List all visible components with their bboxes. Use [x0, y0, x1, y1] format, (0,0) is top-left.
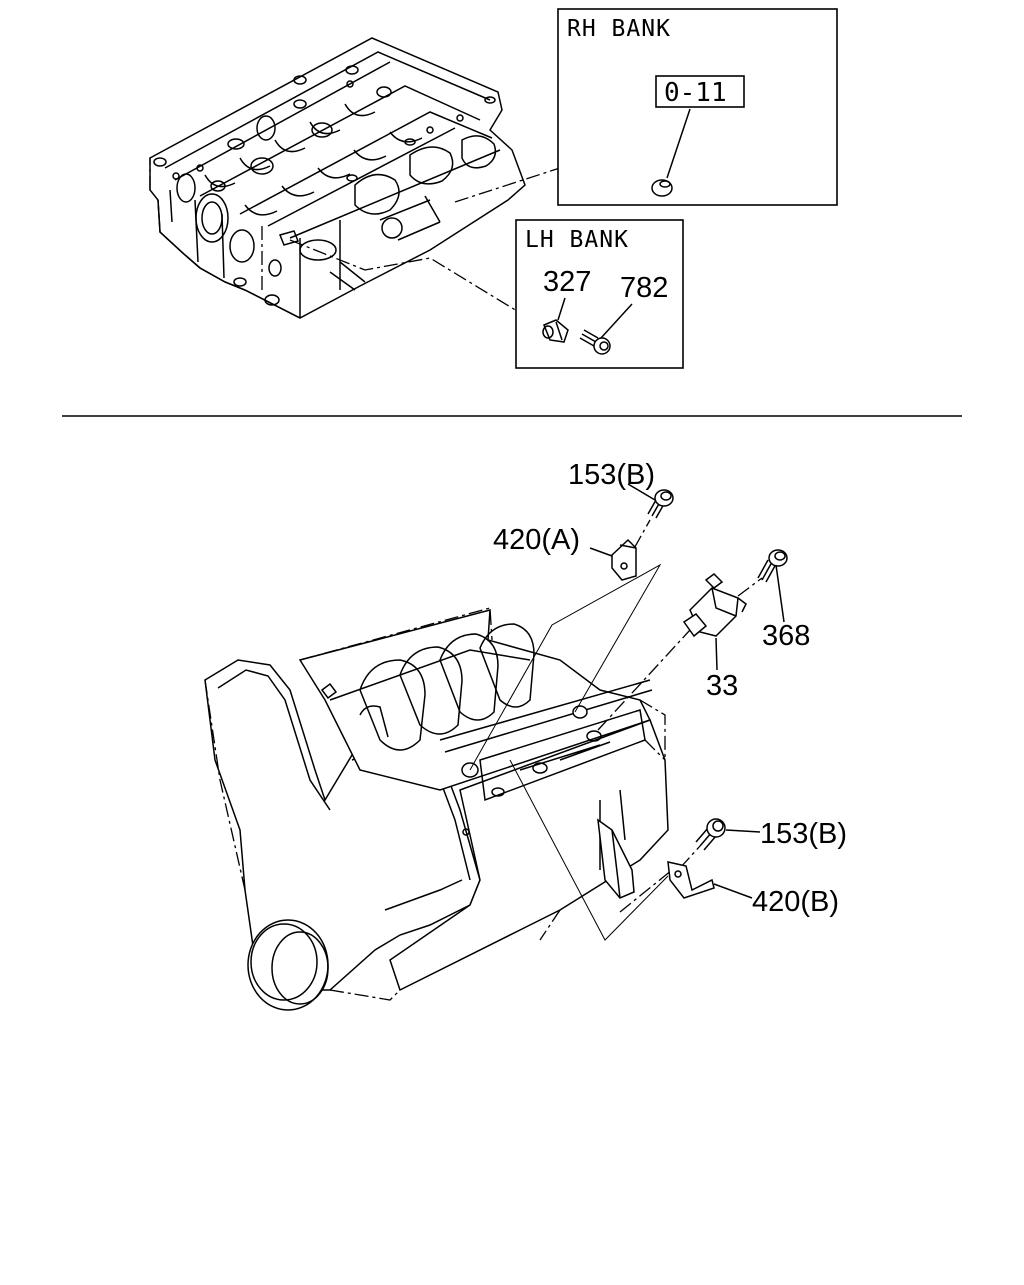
callout-bracket-a: 420(A): [493, 524, 580, 556]
bracket-b-part: [667, 861, 753, 899]
callout-bracket-b: 420(B): [752, 886, 839, 918]
leader-sensor-to-block: [597, 629, 691, 731]
bolt-top-part: [647, 489, 674, 519]
rh-bank-title: RH BANK: [567, 16, 671, 42]
callout-bolt-top: 153(B): [568, 459, 655, 491]
lh-bank-part-327: 327: [543, 266, 591, 298]
sensor-33-part: [682, 573, 747, 638]
rh-bank-box: RH BANK 0-11: [557, 8, 838, 206]
bolt-part-782: [579, 329, 611, 355]
lh-bank-part-782: 782: [620, 272, 668, 304]
leader-782: [600, 303, 633, 339]
leader-bolt-lower: [679, 845, 701, 869]
cylinder-head-drawing: [149, 37, 526, 319]
leader-327: [557, 297, 566, 321]
leader-callout-368: [775, 564, 785, 623]
engine-drawing: [204, 607, 669, 1011]
callout-bolt-lower: 153(B): [760, 818, 847, 850]
leader-bolt-sensor: [737, 577, 763, 597]
leader-callout-bolt-top: [627, 483, 656, 501]
callout-sensor-33: 33: [706, 670, 738, 702]
leader-bracket-a-plane: [469, 563, 662, 771]
leader-callout-bracket-a: [589, 547, 613, 557]
callout-bolt-368: 368: [762, 620, 810, 652]
sensor-part: [542, 319, 569, 343]
leader-callout-33: [715, 637, 718, 671]
bolt-368-part: [757, 549, 788, 583]
bracket-a-part: [611, 538, 637, 581]
bolt-lower-part: [695, 818, 761, 851]
lh-bank-title: LH BANK: [525, 227, 629, 253]
leader-ref-code: [666, 108, 691, 179]
leader-head-to-lh-sensor: [289, 239, 541, 326]
ref-code-frame: [655, 75, 745, 108]
plug-part: [651, 179, 673, 197]
leader-lower-plane: [509, 759, 669, 941]
leader-bracket-b: [619, 869, 673, 913]
lh-bank-box: LH BANK 327 782: [515, 219, 684, 369]
rh-bank-ref-code: 0-11: [664, 78, 727, 108]
